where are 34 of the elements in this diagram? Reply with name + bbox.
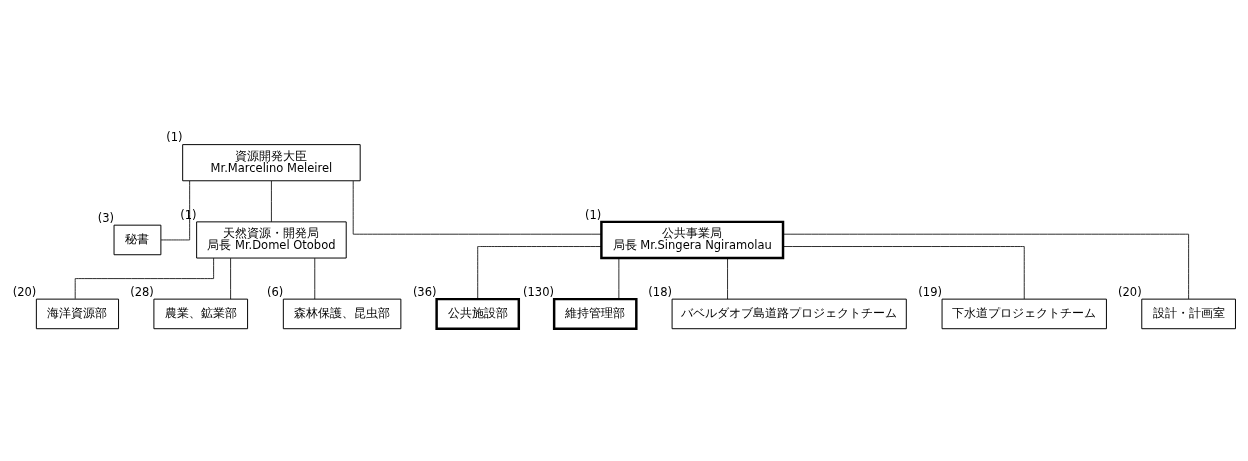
connector [727,257,728,300]
node-label: (6) [266,285,284,299]
node-box: 森林保護、昆虫部 [282,298,402,330]
node-box: 設計・計画室 [1141,298,1236,330]
connector [352,180,602,235]
node-label: (20) [1118,285,1142,299]
node-label: (1) [166,130,183,145]
node-label: (3) [97,211,114,226]
connector [230,257,231,300]
node-label: (18) [648,285,672,299]
node-label: (36) [412,285,437,299]
node-label: (1) [585,207,602,222]
node-box: 公共事業局 局長 Mr.Singera Ngiramolau [600,220,785,260]
connector [477,246,602,300]
node-box: 農業、鉱業部 [153,298,249,330]
node-box: 資源開発大臣 Mr.Marcelino Meleirel [182,144,361,182]
node-box: 下水道プロジェクトチーム [941,298,1107,330]
node-label: (130) [523,285,554,299]
connector [160,180,191,241]
connector [74,257,215,300]
node-box: バベルダオブ島道路プロジェクトチーム [671,298,907,330]
node-box: 天然資源・開発局 局長 Mr.Domel Otobod [196,221,347,259]
connector [782,233,1190,300]
connector [314,257,316,300]
connector [271,180,272,223]
node-box: 海洋資源部 [35,298,120,330]
connector [782,246,1025,300]
connector [618,257,620,300]
node-label: (19) [918,285,942,299]
node-label: (20) [12,285,37,299]
node-box: 公共施設部 [435,297,521,330]
node-box: 維持管理部 [552,297,638,330]
node-box: 秘書 [113,224,162,256]
node-label: (28) [130,285,154,299]
